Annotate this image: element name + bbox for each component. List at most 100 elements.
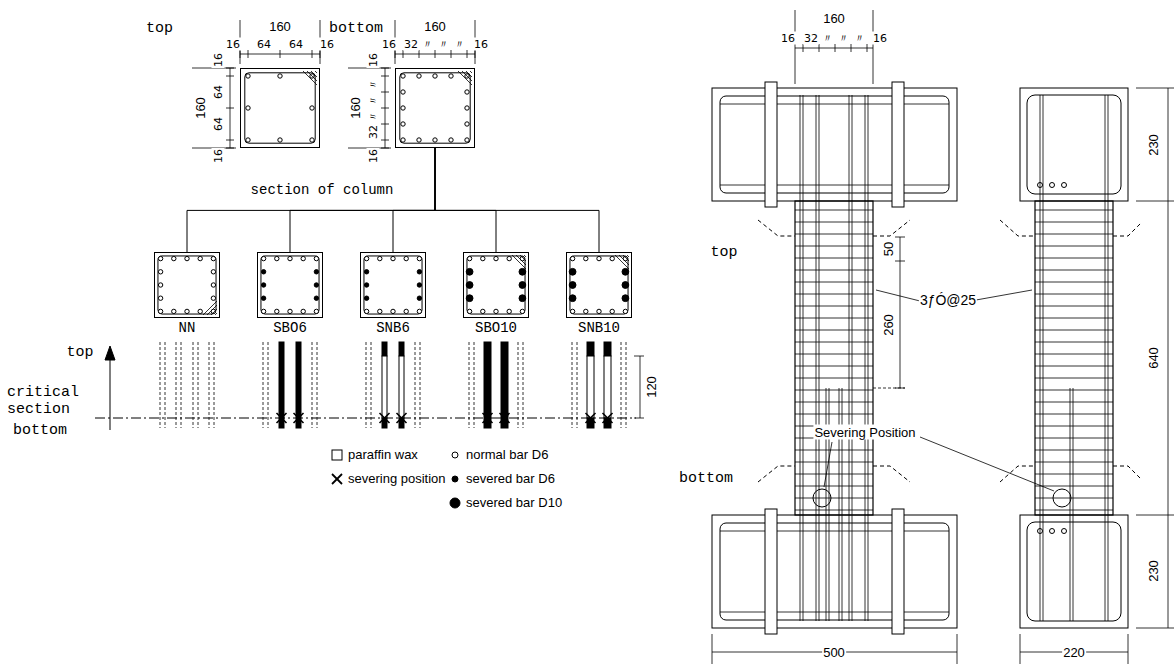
severed-bar-line xyxy=(826,388,827,621)
leader-line xyxy=(976,290,1032,300)
dimension-tick xyxy=(381,140,389,141)
rebar xyxy=(185,256,189,260)
dimension-label: 230 xyxy=(1146,559,1161,583)
stub-bar xyxy=(720,531,949,532)
severed-rebar xyxy=(622,282,629,289)
dimension-tick xyxy=(451,50,452,58)
severed-rebar xyxy=(417,270,421,274)
stub-bar xyxy=(1050,529,1055,534)
severed-rebar xyxy=(569,295,576,302)
rebar xyxy=(401,106,405,110)
dimension-tick xyxy=(435,50,436,58)
clamp-plate xyxy=(765,82,777,207)
longitudinal-bar xyxy=(1105,95,1106,621)
severed-rebar xyxy=(622,295,629,302)
severed-rebar xyxy=(314,270,318,274)
rebar xyxy=(465,90,469,94)
dimension-tick xyxy=(1136,515,1174,516)
dimension-label: 16 xyxy=(780,32,796,45)
rebar xyxy=(404,256,408,260)
dimension-label: 120 xyxy=(644,375,659,399)
stub-bar xyxy=(720,185,949,186)
specimen-name: SBO10 xyxy=(475,321,517,336)
bar-outline xyxy=(577,342,578,428)
dimension-tick xyxy=(381,124,389,125)
column xyxy=(1035,201,1113,515)
bar-outline xyxy=(209,342,210,428)
rebar xyxy=(481,309,485,313)
section-box: top xyxy=(240,68,320,148)
dimension-tick xyxy=(1136,628,1174,629)
hatch xyxy=(207,305,217,315)
longitudinal-bar xyxy=(849,95,850,621)
legend-swatch xyxy=(330,472,344,486)
extension-line xyxy=(873,10,874,84)
rebar xyxy=(288,309,292,313)
rebar xyxy=(465,122,469,126)
rebar xyxy=(494,256,498,260)
rebar xyxy=(211,296,215,300)
legend-swatch xyxy=(448,448,462,462)
severing-symbol xyxy=(332,474,342,484)
longitudinal-bar xyxy=(868,95,869,621)
stirrup xyxy=(570,256,628,314)
dimension-label: 64 xyxy=(256,38,272,51)
dimension-tick xyxy=(419,50,420,58)
rebar xyxy=(246,106,250,110)
severed-rebar xyxy=(466,282,473,289)
rebar xyxy=(570,256,574,260)
dimension-tick xyxy=(248,50,249,58)
severed-bar-symbol xyxy=(450,498,460,508)
dimension-tick xyxy=(895,261,905,262)
rebar xyxy=(570,309,574,313)
severed-rebar xyxy=(569,282,576,289)
paraffin-wax xyxy=(604,356,611,418)
support-outline xyxy=(1113,466,1142,480)
severed-bar xyxy=(587,342,594,356)
dimension-tick xyxy=(867,44,868,52)
leader-line xyxy=(824,442,832,487)
dimension-tick xyxy=(712,634,713,664)
severing-symbol xyxy=(332,474,342,484)
severed-bar-line xyxy=(1073,388,1074,621)
dimension-tick xyxy=(381,148,389,149)
rebar xyxy=(520,309,524,313)
tree-connector xyxy=(393,148,435,252)
bar-outline xyxy=(214,342,215,428)
stub xyxy=(1020,515,1128,628)
section-box: SNB6 xyxy=(360,252,426,318)
rebar xyxy=(278,74,282,78)
specimen-name: NN xyxy=(179,321,196,336)
section-box: bottom xyxy=(395,68,475,148)
hatch xyxy=(203,301,217,315)
support-outline xyxy=(873,466,910,482)
dimension-label: 〃 xyxy=(421,37,434,52)
dimension-label: 50 xyxy=(881,241,896,257)
rebar xyxy=(198,256,202,260)
extension-line xyxy=(873,388,905,389)
hatch xyxy=(211,309,217,315)
rebar xyxy=(261,256,265,260)
rebar xyxy=(433,138,437,142)
extension-line xyxy=(795,10,796,84)
rebar xyxy=(158,270,162,274)
leader-line xyxy=(920,437,1054,491)
severed-rebar xyxy=(314,283,318,287)
longitudinal-bar xyxy=(1043,95,1044,621)
severed-rebar xyxy=(466,295,473,302)
tree-connector xyxy=(290,148,435,252)
column xyxy=(795,201,873,515)
rebar xyxy=(211,270,215,274)
annotation-label: section of column xyxy=(250,182,395,198)
bar-outline xyxy=(198,342,199,428)
dimension-tick xyxy=(226,68,234,69)
dimension-tick xyxy=(226,108,234,109)
rebar xyxy=(467,309,471,313)
dimension-label: 16 xyxy=(212,52,225,68)
longitudinal-bar xyxy=(816,95,817,621)
severed-bar xyxy=(296,342,301,428)
dimension-label: 220 xyxy=(1062,645,1086,660)
dimension-label: 64 xyxy=(212,116,225,132)
bar-outline xyxy=(626,342,627,428)
